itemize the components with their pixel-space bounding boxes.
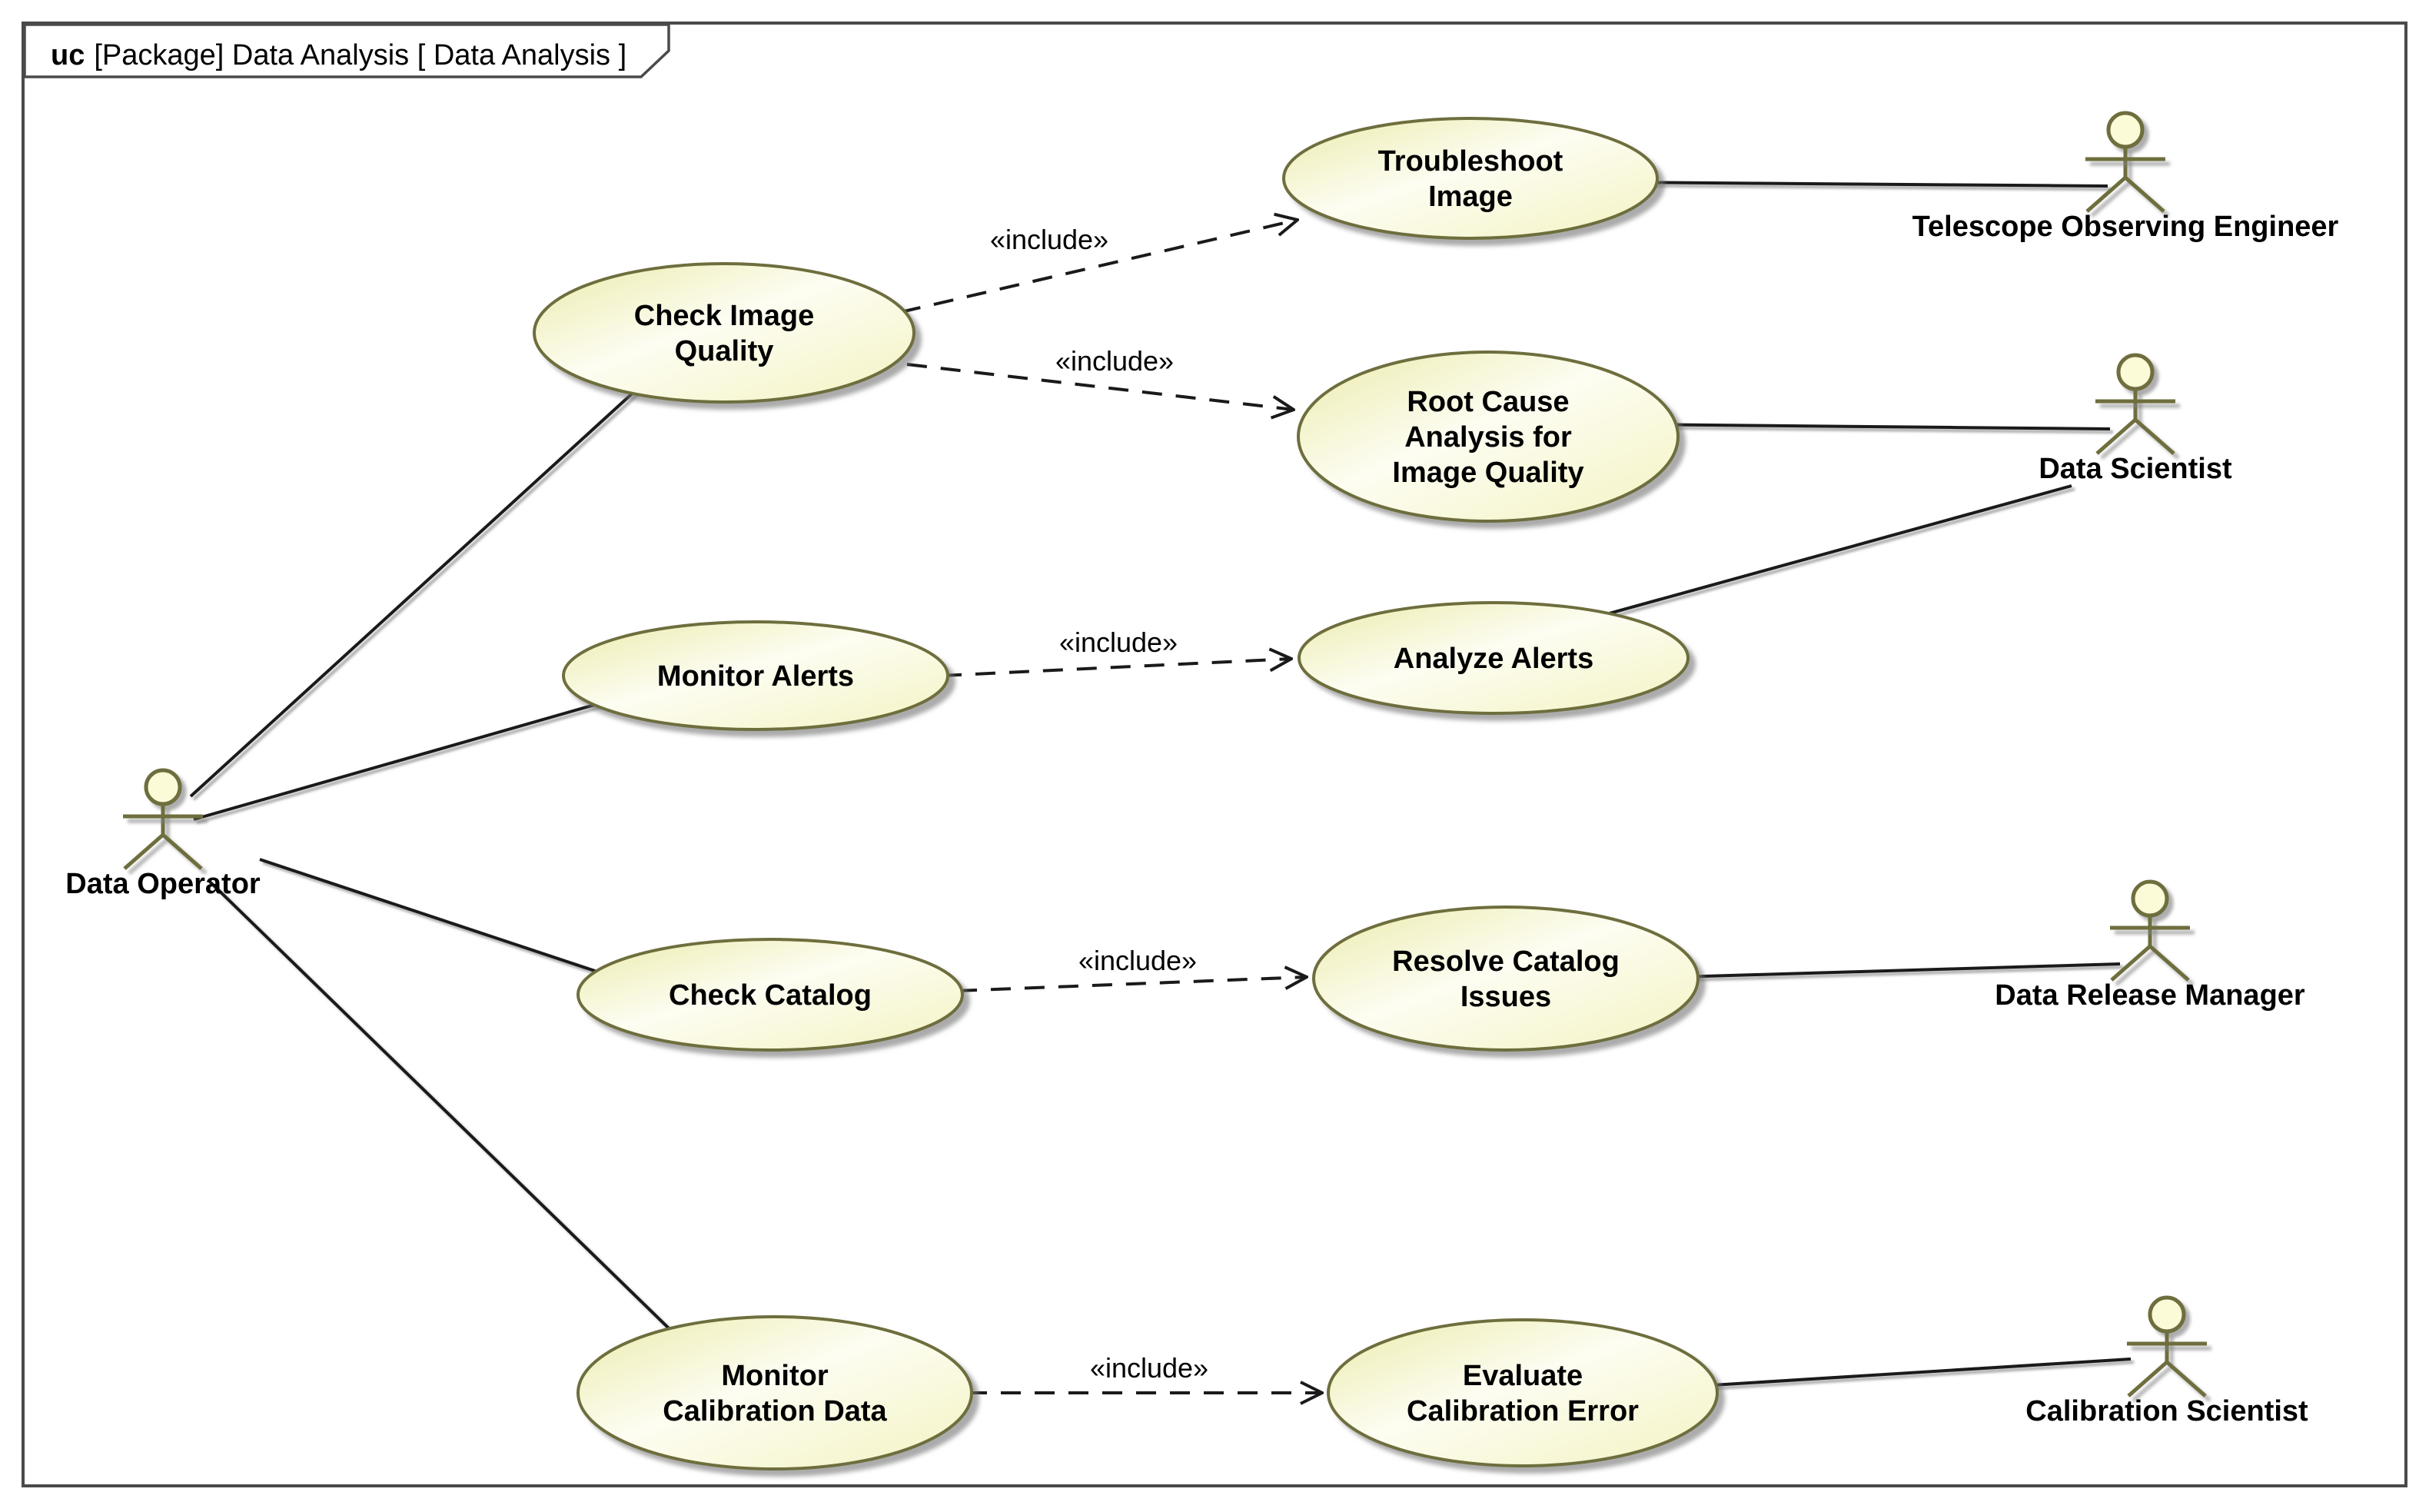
- use-case-ellipse: [1312, 906, 1700, 1052]
- association-data-operator--monitor-alerts: [193, 686, 654, 821]
- use-case-label: Analyze Alerts: [1394, 643, 1593, 675]
- use-case-ellipse: [577, 1315, 973, 1470]
- use-case-ellipse: [1297, 351, 1680, 523]
- association-data-operator--check-catalog: [259, 858, 646, 989]
- actor-label: Data Release Manager: [1995, 979, 2305, 1012]
- association-root-cause-analysis-for-image-quality--data-scientist: [1629, 423, 2111, 430]
- actor-head: [2148, 1295, 2186, 1334]
- use-case-ellipse: [533, 262, 915, 404]
- actor-leg-right: [2165, 1361, 2207, 1397]
- use-case-monitor-alerts[interactable]: Monitor Alerts: [562, 620, 949, 731]
- actor-leg-right: [161, 833, 203, 870]
- association-troubleshoot-image--telescope-observing-engineer: [1613, 181, 2108, 188]
- actor-leg-left: [2095, 418, 2137, 455]
- actor-leg-left: [123, 833, 164, 870]
- diagram-keyword: uc: [51, 39, 85, 71]
- actor-head: [2106, 111, 2145, 149]
- include-label: «include»: [1059, 626, 1178, 658]
- use-case-ellipse: [1282, 117, 1659, 240]
- include-arrow-monitor-alerts--analyze-alerts: [941, 659, 1291, 677]
- actor-data-operator[interactable]: Data Operator: [65, 768, 261, 900]
- use-case-check-catalog[interactable]: Check Catalog: [577, 938, 964, 1052]
- association-data-operator--monitor-calibration-data: [208, 879, 697, 1356]
- actors-layer: Data Operator Telescope Observing Enginee…: [65, 111, 2339, 1427]
- actor-leg-left: [2110, 945, 2152, 982]
- actor-leg-right: [2124, 176, 2165, 213]
- actor-label: Data Operator: [65, 868, 261, 900]
- use-case-analyze-alerts[interactable]: Analyze Alerts: [1298, 601, 1690, 715]
- diagram-title: uc [Package] Data Analysis [ Data Analysi…: [51, 39, 626, 71]
- actor-label: Telescope Observing Engineer: [1912, 211, 2339, 243]
- associations-layer: [189, 181, 2132, 1389]
- actor-leg-left: [2085, 176, 2127, 213]
- include-label: «include»: [1090, 1352, 1208, 1384]
- use-case-label: Check Catalog: [669, 979, 872, 1012]
- use-case-label: Monitor Alerts: [657, 660, 854, 693]
- association-data-operator--check-image-quality: [189, 387, 640, 798]
- includes-layer: «include» «include» «include» «include» «inc…: [900, 220, 1322, 1393]
- diagram-title-tab: [23, 23, 670, 78]
- include-label: «include»: [1078, 945, 1197, 976]
- use-case-ellipse: [1327, 1318, 1719, 1467]
- actor-calibration-scientist[interactable]: Calibration Scientist: [2025, 1295, 2308, 1427]
- actor-label: Data Scientist: [2039, 453, 2232, 485]
- actor-head: [144, 768, 182, 806]
- actor-label: Calibration Scientist: [2025, 1395, 2308, 1427]
- association-evaluate-calibration-error--calibration-scientist: [1675, 1357, 2132, 1389]
- actor-leg-left: [2127, 1361, 2168, 1397]
- include-arrow-check-image-quality--troubleshoot-image: [900, 220, 1298, 314]
- include-label: «include»: [990, 224, 1108, 255]
- association-resolve-catalog-issues--data-release-manager: [1652, 962, 2121, 979]
- actor-head: [2116, 353, 2155, 391]
- include-label: «include»: [1055, 345, 1174, 377]
- actor-data-scientist[interactable]: Data Scientist: [2039, 353, 2232, 485]
- diagram-title-text: [Package] Data Analysis [ Data Analysis …: [94, 39, 626, 71]
- actor-leg-right: [2148, 945, 2190, 982]
- use-case-ellipse: [562, 620, 949, 731]
- association-analyze-alerts--data-scientist: [1575, 484, 2072, 624]
- use-case-ellipse: [1298, 601, 1690, 715]
- actor-head: [2131, 879, 2169, 918]
- actor-data-release-manager[interactable]: Data Release Manager: [1995, 879, 2305, 1012]
- include-arrow-check-catalog--resolve-catalog-issues: [956, 977, 1307, 992]
- use-case-ellipse: [577, 938, 964, 1052]
- actor-telescope-observing-engineer[interactable]: Telescope Observing Engineer: [1912, 111, 2339, 243]
- actor-leg-right: [2134, 418, 2175, 455]
